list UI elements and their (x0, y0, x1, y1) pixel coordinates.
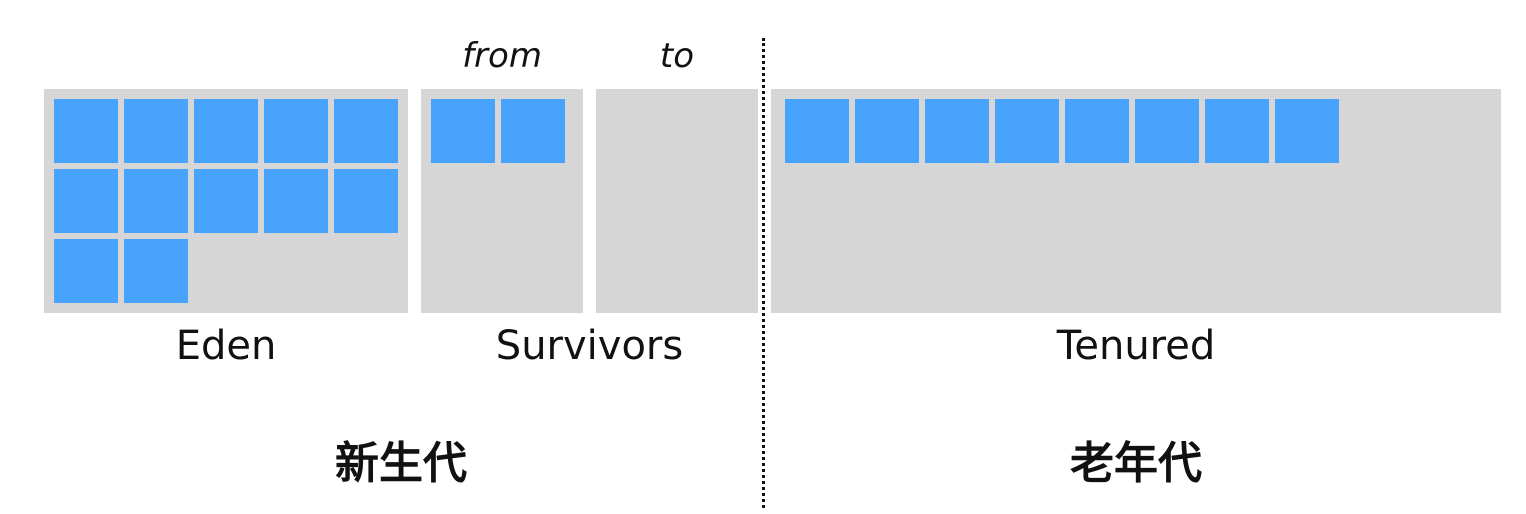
object-block (334, 99, 398, 163)
young-generation-label: 新生代 (335, 438, 467, 489)
object-block (54, 99, 118, 163)
object-block (194, 99, 258, 163)
object-block (995, 99, 1059, 163)
object-block (1135, 99, 1199, 163)
object-block (925, 99, 989, 163)
survivor-from-block-grid (431, 99, 565, 163)
object-block (431, 99, 495, 163)
object-block (855, 99, 919, 163)
object-block (54, 169, 118, 233)
eden-block-grid (54, 99, 398, 303)
object-block (194, 169, 258, 233)
object-block (1065, 99, 1129, 163)
old-generation-label: 老年代 (1070, 438, 1202, 489)
survivor-to-space (596, 89, 758, 313)
object-block (54, 239, 118, 303)
object-block (264, 169, 328, 233)
tenured-space (771, 89, 1501, 313)
tenured-block-grid (785, 99, 1339, 163)
object-block (124, 239, 188, 303)
object-block (785, 99, 849, 163)
eden-space (44, 89, 408, 313)
object-block (501, 99, 565, 163)
tenured-label: Tenured (1056, 323, 1216, 369)
generation-divider (762, 38, 765, 508)
eden-label: Eden (175, 323, 277, 369)
object-block (124, 169, 188, 233)
object-block (1275, 99, 1339, 163)
object-block (124, 99, 188, 163)
to-label: to (659, 36, 695, 76)
object-block (264, 99, 328, 163)
survivors-label: Survivors (495, 323, 684, 369)
object-block (1205, 99, 1269, 163)
object-block (334, 169, 398, 233)
survivor-from-space (421, 89, 583, 313)
from-label: from (462, 36, 542, 76)
